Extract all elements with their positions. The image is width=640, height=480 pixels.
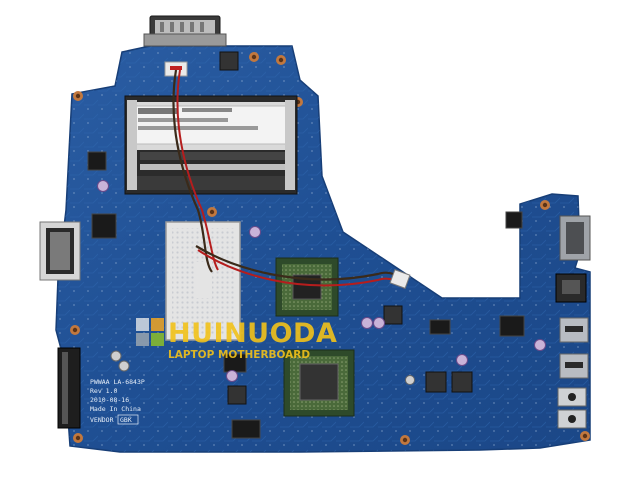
hdmi-port — [555, 273, 587, 303]
small-ics — [87, 151, 525, 439]
watermark-tagline: LAPTOP MOTHERBOARD — [168, 349, 310, 361]
silkscreen-label: PWWAA LA-6843P Rev 1.0 2010-08-16 Made I… — [90, 378, 145, 425]
sata-connector — [57, 347, 81, 429]
southbridge-chip — [283, 349, 355, 417]
northbridge-chip — [275, 257, 339, 317]
vga-port — [559, 215, 591, 261]
watermark-logo-icon — [136, 318, 164, 346]
silkscreen-model: PWWAA LA-6843P — [90, 378, 145, 386]
ram-slot — [124, 95, 298, 195]
inductors — [219, 51, 473, 405]
silkscreen-origin: Made In China — [90, 405, 141, 413]
silkscreen-revision: Rev 1.0 — [90, 387, 117, 395]
cpu-socket — [165, 221, 241, 341]
capacitors — [97, 180, 546, 385]
watermark-brand: HUINUODA — [168, 318, 337, 349]
audio-jacks — [557, 387, 587, 429]
usb-ports — [559, 317, 589, 379]
watermark: HUINUODA LAPTOP MOTHERBOARD — [136, 318, 337, 361]
silkscreen-date: 2010-08-16 — [90, 396, 129, 404]
silkscreen-vendor-code: GBK — [120, 416, 132, 424]
mounting-holes — [70, 52, 590, 445]
cables — [172, 69, 411, 289]
odd-connector — [39, 221, 81, 281]
silkscreen-vendor: VENDOR — [90, 416, 114, 424]
power-connector — [143, 15, 227, 47]
